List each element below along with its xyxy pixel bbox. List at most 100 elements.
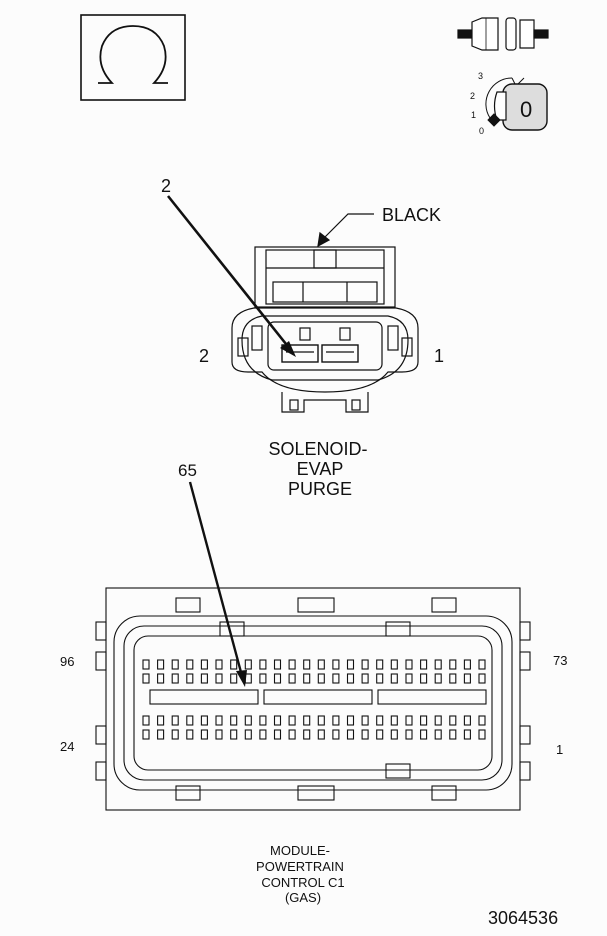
pcm-cavity <box>244 673 252 684</box>
pcm-cavity <box>405 729 413 740</box>
pcm-cavity <box>157 729 165 740</box>
pcm-cavity <box>244 659 252 670</box>
pcm-cavity <box>478 673 486 684</box>
ignition-position-1: 1 <box>471 110 476 120</box>
pcm-cavity <box>332 659 340 670</box>
solenoid-pin-right: 1 <box>434 346 444 366</box>
pcm-cavity <box>171 715 179 726</box>
pcm-cavity <box>361 659 369 670</box>
pcm-cavity <box>171 729 179 740</box>
pcm-cavity <box>303 673 311 684</box>
pcm-cavity <box>420 729 428 740</box>
pcm-cavity <box>273 673 282 684</box>
ignition-position-3: 3 <box>478 71 483 81</box>
pcm-cavity <box>142 715 150 726</box>
pcm-cavity <box>230 715 238 726</box>
pcm-cavity <box>317 715 325 726</box>
pcm-cavity <box>273 659 282 670</box>
solenoid-pin-left: 2 <box>199 346 209 366</box>
pcm-cavity <box>142 659 150 670</box>
ignition-key-position: 0 <box>520 97 532 122</box>
pcm-cavity <box>376 673 384 684</box>
pcm-cavity <box>346 715 355 726</box>
pcm-cavity <box>288 659 296 670</box>
pcm-cavity <box>186 715 194 726</box>
pcm-cavity <box>405 715 413 726</box>
pcm-cavity <box>420 715 428 726</box>
solenoid-callout-pin: 2 <box>161 176 171 196</box>
figure-number: 3064536 <box>488 908 558 928</box>
ohmmeter-icon <box>80 14 186 101</box>
pcm-cavity <box>230 729 238 740</box>
pcm-cavity <box>361 729 369 740</box>
pcm-cavity <box>449 729 457 740</box>
pcm-cavity <box>186 659 194 670</box>
ignition-position-2: 2 <box>470 91 475 101</box>
pcm-pin-top-left: 96 <box>60 654 74 669</box>
pcm-cavity <box>405 673 413 684</box>
pcm-cavity <box>346 729 355 740</box>
pcm-cavity <box>376 715 384 726</box>
ignition-off-icon <box>485 77 548 131</box>
pcm-cavity <box>478 729 486 740</box>
pcm-cavity <box>376 659 384 670</box>
pcm-cavity <box>420 659 428 670</box>
pcm-cavity <box>332 673 340 684</box>
ignition-position-0: 0 <box>479 126 484 136</box>
pcm-cavity <box>259 659 267 670</box>
pcm-cavity <box>157 659 165 670</box>
pcm-cavity <box>200 715 208 726</box>
pcm-cavity <box>434 659 442 670</box>
pcm-name-line3: CONTROL C1 <box>261 875 344 890</box>
pcm-cavity <box>157 673 165 684</box>
pcm-cavity <box>434 673 442 684</box>
pcm-cavity <box>434 729 442 740</box>
pcm-cavity <box>259 729 267 740</box>
pcm-cavity <box>463 673 471 684</box>
pcm-cavity <box>317 673 325 684</box>
pcm-cavity <box>288 715 296 726</box>
pcm-cavity <box>142 673 150 684</box>
pcm-cavity <box>332 715 340 726</box>
pcm-cavity <box>303 715 311 726</box>
pcm-cavity <box>215 715 223 726</box>
pcm-cavity <box>200 673 208 684</box>
pcm-pin-bottom-left: 24 <box>60 739 74 754</box>
pcm-cavity <box>288 673 296 684</box>
pcm-cavity <box>434 715 442 726</box>
pcm-callout-pin: 65 <box>178 461 197 480</box>
pcm-connector-drawing <box>95 587 531 811</box>
pcm-name-line2: POWERTRAIN <box>256 859 344 874</box>
pcm-cavity <box>346 659 355 670</box>
pcm-cavity <box>273 715 282 726</box>
pcm-cavity <box>186 673 194 684</box>
pcm-cavity <box>478 659 486 670</box>
pcm-cavity <box>186 729 194 740</box>
pcm-cavity <box>200 659 208 670</box>
pcm-cavity <box>361 715 369 726</box>
solenoid-name-line1: SOLENOID- <box>268 439 367 459</box>
pcm-cavity <box>142 729 150 740</box>
pcm-cavity <box>230 659 238 670</box>
pcm-cavity <box>463 729 471 740</box>
pcm-cavity <box>317 729 325 740</box>
pcm-cavity <box>171 673 179 684</box>
pcm-cavity <box>288 729 296 740</box>
pcm-cavity <box>478 715 486 726</box>
pcm-cavity <box>157 715 165 726</box>
pcm-cavity <box>463 659 471 670</box>
solenoid-name-line2: EVAP <box>297 459 344 479</box>
pcm-cavity <box>420 673 428 684</box>
solenoid-connector-drawing <box>231 246 419 413</box>
pcm-cavity <box>361 673 369 684</box>
pcm-cavity <box>390 673 398 684</box>
pcm-cavity <box>215 729 223 740</box>
pcm-cavity <box>463 715 471 726</box>
pcm-cavity <box>449 715 457 726</box>
disconnected-connector-icon <box>457 17 549 51</box>
pcm-cavity <box>405 659 413 670</box>
pcm-pin-top-right: 73 <box>553 653 567 668</box>
pcm-callout-arrow <box>188 481 247 687</box>
pcm-cavity <box>317 659 325 670</box>
solenoid-color-label: BLACK <box>382 205 441 225</box>
